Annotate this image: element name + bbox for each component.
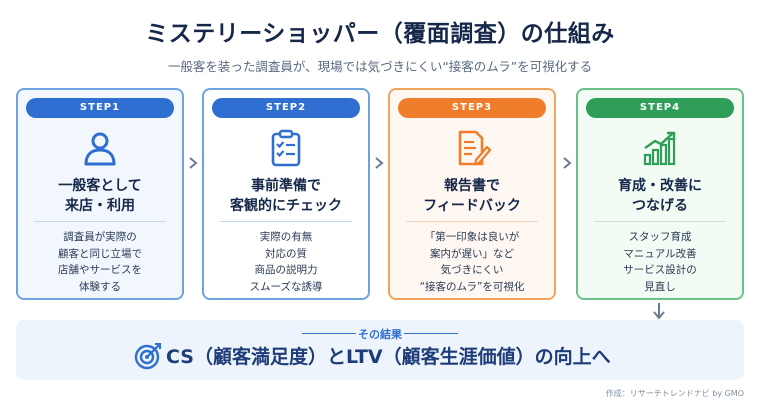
divider	[594, 221, 726, 222]
chevron-right-icon	[189, 157, 198, 169]
step-heading: 事前準備で客観的にチェック	[230, 178, 342, 214]
step-card-3: STEP3 報告書でフィードバック 「第一印象は良いが案内が遅い」など 気づきに…	[388, 88, 556, 300]
target-icon	[134, 343, 161, 370]
step-label: STEP1	[26, 98, 174, 118]
step-heading: 報告書でフィードバック	[423, 178, 521, 214]
step-card-1: STEP1 一般客として来店・利用 調査員が実際の顧客と同じ立場で 店舗やサービ…	[16, 88, 184, 300]
clipboard-checklist-icon	[271, 129, 301, 167]
divider	[34, 221, 166, 222]
step-card-4: STEP4 育成・改善につなげる スタッフ育成マニュアル改善 サービス設計の見直…	[576, 88, 744, 300]
step-label: STEP2	[212, 98, 360, 118]
arrow-down-icon	[653, 303, 665, 320]
divider	[404, 333, 458, 334]
result-label: その結果	[358, 328, 402, 341]
divider	[220, 221, 352, 222]
step-label: STEP3	[398, 98, 546, 118]
report-pen-icon	[458, 130, 492, 166]
chevron-right-icon	[563, 157, 572, 169]
divider	[406, 221, 538, 222]
result-banner: その結果 CS（顧客満足度）とLTV（顧客生涯価値）の向上へ	[16, 320, 744, 380]
step-description: 調査員が実際の顧客と同じ立場で 店舗やサービスを体験する	[58, 231, 142, 293]
step-description: 「第一印象は良いが案内が遅い」など 気づきにくい“接客のムラ”を可視化	[419, 231, 525, 293]
credit-text: 作成：リサーチトレンドナビ by GMO	[605, 389, 744, 398]
step-label: STEP4	[586, 98, 734, 118]
step-heading: 育成・改善につなげる	[618, 178, 702, 214]
step-heading: 一般客として来店・利用	[58, 178, 142, 214]
page-subtitle: 一般客を装った調査員が、現場では気づきにくい“接客のムラ”を可視化する	[167, 59, 593, 74]
person-icon	[84, 132, 116, 166]
step-description: 実際の有無対応の質 商品の説明力スムーズな誘導	[249, 231, 323, 293]
step-description: スタッフ育成マニュアル改善 サービス設計の見直し	[623, 231, 697, 293]
growth-chart-icon	[643, 131, 676, 166]
divider	[302, 333, 356, 334]
page-title: ミステリーショッパー（覆面調査）の仕組み	[145, 21, 615, 47]
chevron-right-icon	[375, 157, 384, 169]
result-text: CS（顧客満足度）とLTV（顧客生涯価値）の向上へ	[166, 346, 611, 368]
step-card-2: STEP2 事前準備で客観的にチェック 実際の有無対応の質 商品の説明力スムーズ…	[202, 88, 370, 300]
